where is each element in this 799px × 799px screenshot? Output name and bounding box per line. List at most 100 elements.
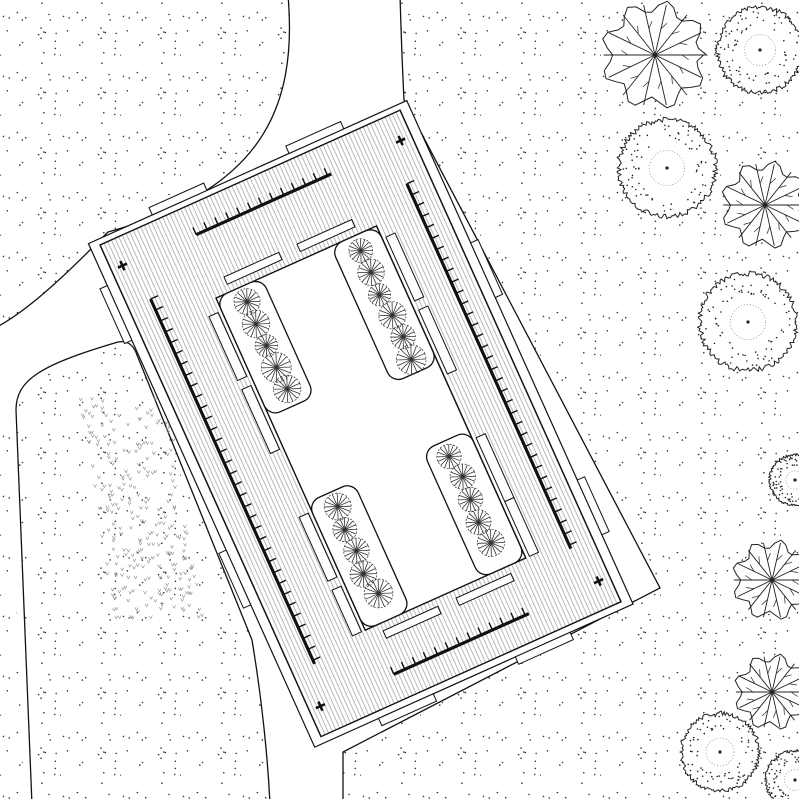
tree-leaf — [778, 222, 780, 231]
grass-tuft — [171, 479, 175, 483]
shrub-stroke — [266, 344, 278, 347]
tree-branch — [771, 691, 781, 728]
tree-texture — [779, 63, 781, 66]
tree-texture — [780, 789, 782, 791]
tree-texture — [775, 483, 778, 486]
shrub-stroke — [363, 573, 377, 575]
railing-post — [238, 492, 247, 497]
tree-texture — [700, 767, 702, 769]
tree-leaf — [761, 599, 768, 606]
tree-leaf — [784, 561, 793, 565]
railing-post — [257, 197, 263, 206]
tree-canopy — [714, 5, 799, 95]
grass-tuft — [146, 470, 150, 474]
grass-tuft — [100, 534, 104, 538]
shrub-stroke — [453, 476, 464, 487]
grass-tuft — [120, 567, 125, 571]
railing-post — [273, 568, 282, 574]
tree-texture — [757, 357, 759, 360]
tree-texture — [723, 48, 726, 50]
railing-post — [214, 217, 219, 226]
shrub-stroke — [356, 550, 369, 556]
tree-texture — [783, 303, 786, 306]
grass-tuft — [112, 427, 116, 432]
railing-post — [514, 420, 523, 426]
shrub-stroke — [333, 525, 345, 531]
tree-branch — [771, 691, 799, 706]
tree-texture — [719, 334, 722, 337]
tree-texture — [740, 32, 743, 34]
shrub-stroke — [379, 294, 391, 300]
tree-leaf — [626, 36, 632, 44]
shrub-stroke — [287, 382, 300, 390]
tree-texture — [791, 500, 794, 503]
grass-tuft — [129, 510, 134, 515]
shrub-stroke — [360, 249, 373, 252]
shrub-stroke — [363, 564, 373, 575]
shrub-stroke — [386, 302, 393, 316]
tree-texture — [796, 41, 798, 44]
tree-texture — [732, 777, 734, 779]
tree-branch — [763, 579, 773, 618]
shrub-stroke — [391, 332, 404, 338]
tree-texture — [643, 188, 645, 190]
shrub-stroke — [448, 456, 455, 468]
grass-tuft — [171, 563, 175, 567]
grass-tuft — [117, 413, 121, 418]
grass-tuft — [167, 588, 172, 592]
grass-tuft — [178, 577, 182, 581]
shrub-stroke — [453, 467, 464, 477]
tree-texture — [786, 493, 789, 495]
shrub-outline — [273, 374, 302, 404]
tree-texture — [647, 146, 650, 148]
shrub-stroke — [287, 388, 301, 395]
shrub-stroke — [392, 302, 398, 316]
grass-tuft — [172, 567, 177, 572]
shrub-stroke — [324, 501, 338, 507]
cross-marker — [117, 260, 128, 271]
shrub-stroke — [470, 498, 483, 500]
tree-leaf — [772, 710, 777, 719]
tree-inner — [649, 150, 685, 186]
railing-post — [204, 415, 213, 421]
grass-tuft — [161, 521, 166, 525]
tree-texture — [782, 792, 785, 795]
railing-post — [488, 622, 493, 631]
tree-texture — [785, 460, 787, 462]
shrub-stroke — [457, 476, 464, 489]
shrub-stroke — [363, 573, 376, 580]
tree-leaf — [784, 214, 790, 222]
shrub-stroke — [362, 561, 369, 575]
tree-texture — [688, 147, 691, 150]
tree-texture — [703, 732, 706, 735]
grass-tuft — [187, 603, 192, 608]
grass-tuft — [108, 483, 112, 488]
tree-texture — [722, 300, 724, 303]
railing-post — [406, 179, 415, 185]
shrub-stroke — [450, 476, 463, 483]
tree-leaf — [750, 676, 756, 684]
tree-branch — [764, 204, 799, 222]
edge-tab — [470, 238, 504, 299]
shrub-stroke — [261, 367, 277, 369]
tree-texture — [788, 324, 791, 326]
grass-tuft — [153, 469, 158, 474]
tree-texture — [747, 741, 750, 744]
tree-texture — [631, 174, 634, 177]
shrub-stroke — [332, 506, 339, 520]
tree-texture — [692, 738, 695, 741]
tree-branch — [608, 32, 656, 56]
grass-tuft — [130, 553, 135, 557]
grass-tuft — [118, 526, 123, 530]
grass-tuft — [86, 439, 91, 444]
tree-leaf — [766, 226, 771, 234]
shrub-outline — [396, 344, 427, 375]
tree-texture — [701, 174, 704, 176]
shrub-stroke — [369, 290, 380, 296]
tree-leaf — [783, 674, 792, 678]
tree-texture — [701, 775, 704, 777]
grass-tuft — [112, 596, 117, 600]
tree — [602, 0, 709, 109]
tree-texture — [779, 489, 782, 492]
shrub-stroke — [375, 294, 380, 306]
